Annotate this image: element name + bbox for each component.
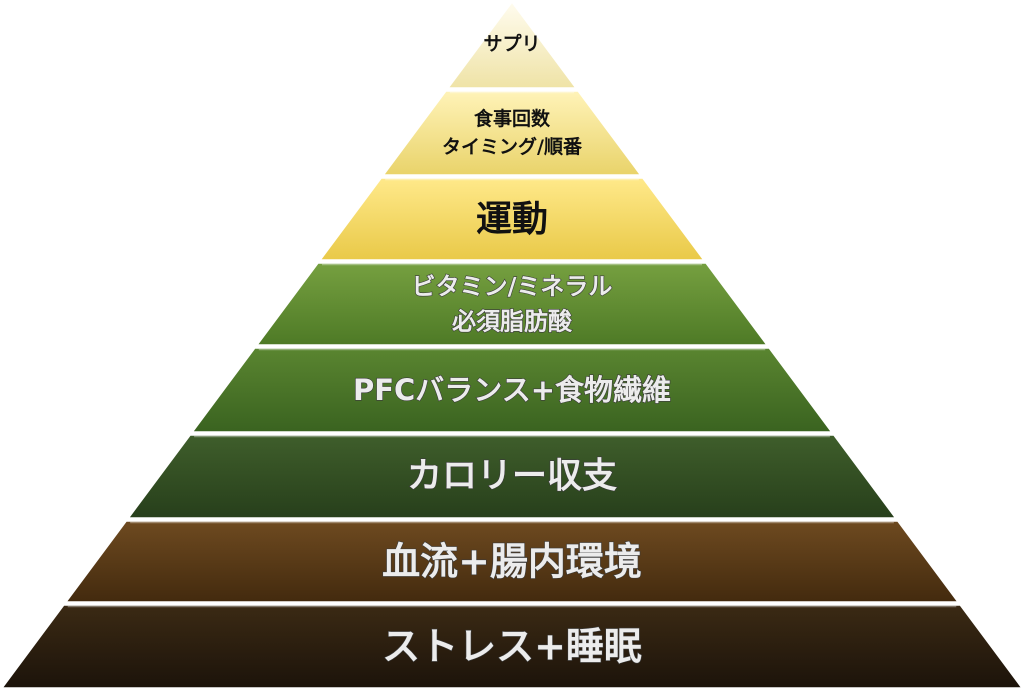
pyramid-tier-8-line-1: ストレス+睡眠 (382, 625, 642, 669)
pyramid-tier-7-line-1: 血流+腸内環境 (382, 540, 642, 584)
pyramid-tier-4-line-1: ビタミン/ミネラル (412, 273, 613, 301)
pyramid-tier-2-line-2: タイミング/順番 (442, 135, 583, 158)
pyramid-tier-8 (0, 604, 1024, 689)
pyramid-tier-7 (64, 520, 960, 603)
pyramid-tier-5-label: PFCバランス+食物繊維 (353, 373, 671, 407)
pyramid-tier-2-line-1: 食事回数 (474, 107, 551, 130)
pyramid-tier-2 (381, 90, 643, 176)
pyramid-tier-4-line-2: 必須脂肪酸 (452, 307, 573, 335)
pyramid-tier-8-label: ストレス+睡眠 (382, 625, 642, 669)
pyramid-tier-7-label: 血流+腸内環境 (382, 540, 642, 584)
pyramid-tier-5-line-1: PFCバランス+食物繊維 (353, 373, 671, 407)
pyramid-tier-6-line-1: カロリー収支 (407, 457, 617, 497)
pyramid-tier-3-line-1: 運動 (476, 199, 548, 240)
pyramid-tier-3 (318, 177, 706, 261)
pyramid-tier-6 (126, 434, 898, 519)
pyramid-tier-4-label: ビタミン/ミネラル必須脂肪酸 (412, 273, 613, 336)
pyramid-tier-1-label: サプリ (483, 32, 540, 55)
pyramid-tier-3-label: 運動 (476, 199, 548, 240)
pyramid-tier-1 (446, 0, 578, 89)
pyramid-tier-6-label: カロリー収支 (407, 457, 617, 497)
pyramid-tier-2-label: 食事回数タイミング/順番 (442, 107, 583, 158)
pyramid-tier-5 (190, 347, 834, 433)
pyramid-tier-4 (255, 262, 769, 346)
pyramid-tier-1-line-1: サプリ (483, 32, 540, 55)
